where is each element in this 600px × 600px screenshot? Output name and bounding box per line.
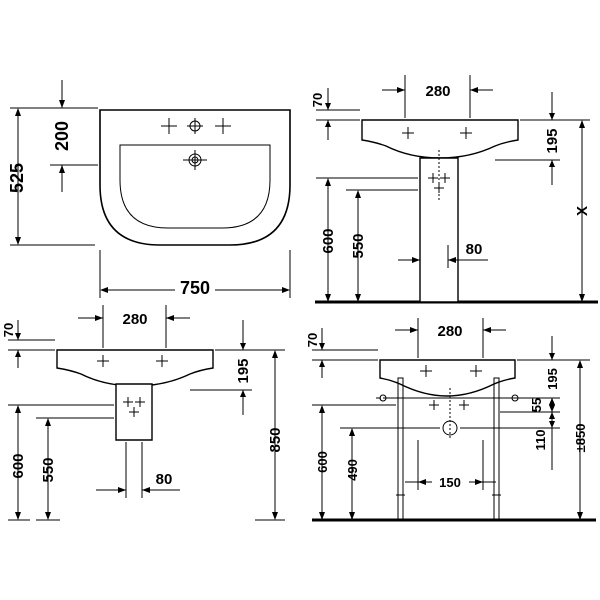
dim-rail-gap: 55 <box>529 398 544 412</box>
basin-side <box>379 359 516 397</box>
tap-hole-icon <box>402 127 472 139</box>
drain-icon <box>183 150 207 170</box>
basin-side <box>361 119 519 159</box>
dim-top-width: 280 <box>437 323 462 340</box>
frame-leg <box>397 377 404 521</box>
dim-overall: ±850 <box>573 424 588 453</box>
dim-overall: X <box>574 206 591 216</box>
dim-basin-height: 195 <box>545 368 560 390</box>
side-view-half-pedestal: 280 70 195 850 600 550 <box>1 305 285 521</box>
basin-bowl <box>119 144 271 229</box>
dim-width: 750 <box>180 278 210 298</box>
dim-rim-top: 70 <box>310 93 325 107</box>
basin-outline <box>99 109 291 246</box>
plan-view: 525 200 750 <box>7 80 291 298</box>
dim-basin-height: 195 <box>544 128 561 153</box>
dim-top-width: 280 <box>122 311 147 328</box>
dim-rim-top: 70 <box>1 323 16 337</box>
dim-overall: 850 <box>267 427 284 452</box>
dim-pedestal-width: 80 <box>466 241 483 258</box>
basin-side <box>56 349 214 387</box>
tap-hole-icon <box>420 365 482 377</box>
side-view-frame: 280 70 195 55 110 ±850 600 <box>305 318 596 522</box>
dim-outlet-spacing: 150 <box>439 475 461 490</box>
frame-leg <box>493 377 500 521</box>
dim-basin-height: 195 <box>235 358 252 383</box>
dim-outlet-height: 110 <box>533 430 548 451</box>
outlet-icon <box>429 400 469 410</box>
outlet-cluster-icon <box>123 397 145 417</box>
dim-pedestal-width: 80 <box>156 471 173 488</box>
side-view-pedestal: 280 70 195 X 600 550 <box>310 75 598 304</box>
dim-top-width: 280 <box>425 83 450 100</box>
dim-rim-top: 70 <box>305 333 320 347</box>
dim-tap-offset: 200 <box>52 121 72 151</box>
tap-hole-icon <box>97 355 168 367</box>
dim-drain-height: 550 <box>40 457 57 482</box>
dim-pedestal-height: 600 <box>10 453 27 478</box>
dim-drain-height: 490 <box>345 459 360 481</box>
dim-pedestal-height: 600 <box>320 228 337 253</box>
dim-frame-height: 600 <box>315 451 330 473</box>
tap-hole-icon <box>187 118 203 134</box>
dim-drain-height: 550 <box>350 233 367 258</box>
dim-depth: 525 <box>7 163 27 193</box>
tap-hole-icon <box>161 118 231 134</box>
